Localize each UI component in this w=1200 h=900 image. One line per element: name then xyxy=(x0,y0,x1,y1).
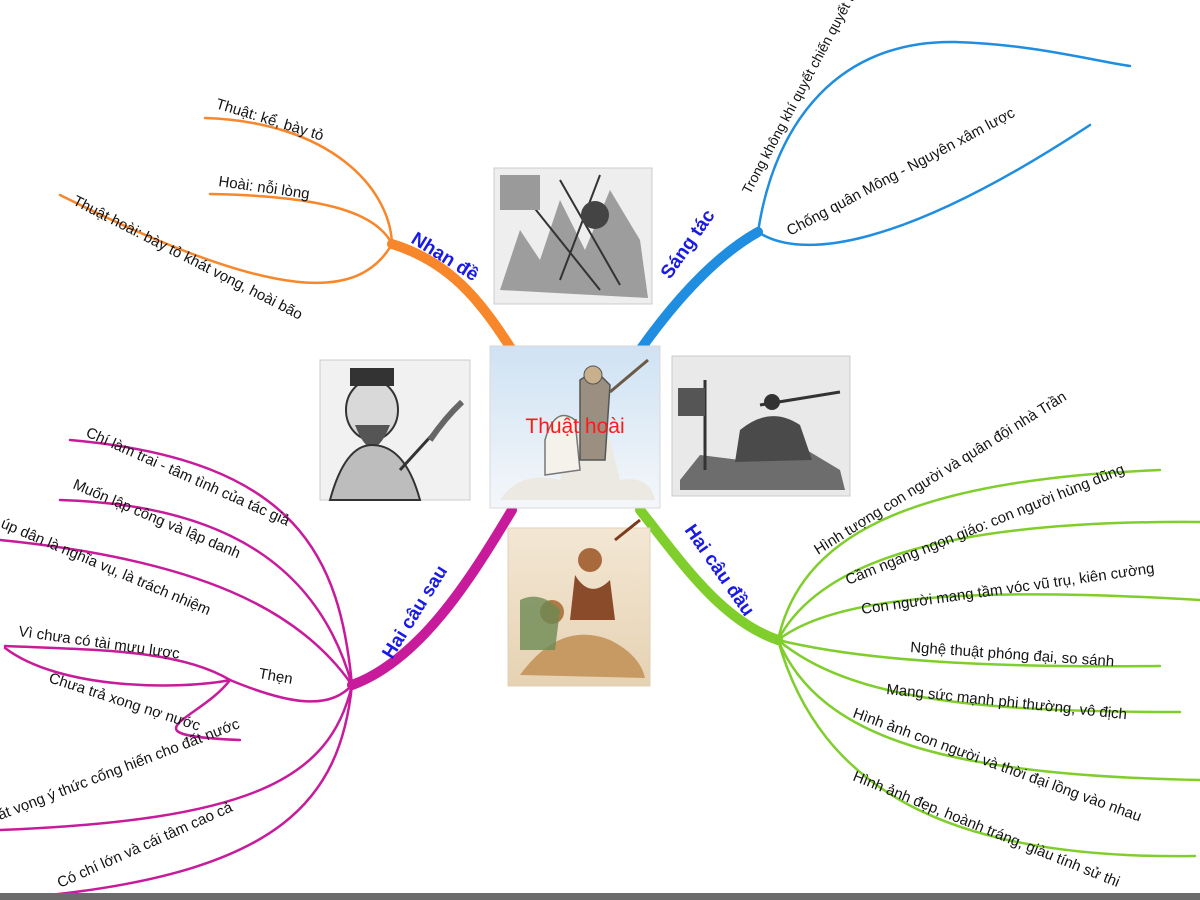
leaf-line-chi-lon xyxy=(48,683,354,897)
leaf-chua-co-tai: Vì chưa có tài mưu lược xyxy=(17,623,181,663)
leaf-then: Thẹn xyxy=(257,665,294,688)
center-node[interactable]: Thuật hoài xyxy=(489,345,661,509)
leaf-tam-voc: Con người mang tầm vóc vũ trụ, kiên cườn… xyxy=(860,560,1155,618)
branch-hai-cau-sau-trunk xyxy=(347,505,517,690)
battle-sketch-image xyxy=(493,167,653,305)
seated-soldiers-image xyxy=(507,518,651,687)
leaf-line-cong-hien xyxy=(0,683,354,832)
leaf-no-nuoc: Chưa trả xong nợ nước xyxy=(47,670,203,735)
leaf-line-giup-dan xyxy=(0,538,354,687)
branch-hai-cau-dau xyxy=(635,468,1200,858)
cavalry-with-flag-image xyxy=(671,355,851,497)
leaf-line-thoi-dai xyxy=(776,638,1200,782)
leaf-line-hoai xyxy=(208,192,394,246)
leaf-line-suc-manh xyxy=(776,638,1182,714)
leaf-chi-lon: Có chí lớn và cái tâm cao cả xyxy=(55,799,236,892)
leaf-suc-manh: Mang sức mạnh phi thường, vô địch xyxy=(886,681,1128,723)
leaf-line-hinh-tuong xyxy=(776,468,1162,642)
leaf-line-cam-ngang xyxy=(776,520,1200,642)
leaf-thuat-hoai: Thuật hoài: bày tỏ khát vọng, hoài bão xyxy=(70,192,305,323)
leaf-hoai: Hoài: nỗi lòng xyxy=(217,173,310,203)
branch-sang-tac xyxy=(635,40,1132,355)
branch-nhan-de xyxy=(58,116,517,355)
leaf-line-mong-nguyen xyxy=(756,123,1092,247)
leaf-line-phong-dai xyxy=(776,638,1162,668)
leaf-line-chi-lam-trai xyxy=(68,438,354,687)
leaf-line-thuat-hoai xyxy=(58,193,394,285)
leaf-mong-nguyen: Chống quân Mông - Nguyên xâm lược xyxy=(784,104,1018,239)
branch-sang-tac-trunk xyxy=(635,227,763,355)
leaf-line-khong-khi xyxy=(756,40,1132,234)
center-title: Thuật hoài xyxy=(525,415,624,438)
leaf-line-su-thi xyxy=(776,638,1197,858)
bottom-border xyxy=(0,893,1200,900)
leaf-line-then xyxy=(228,678,354,703)
leaf-line-tam-voc xyxy=(776,593,1200,642)
leaf-khong-khi: Trong không khí quyết chiến quyết thắng … xyxy=(739,0,911,196)
branch-hai-cau-sau xyxy=(0,438,517,897)
leaf-line-thuat xyxy=(203,116,394,246)
leaf-line-lap-cong xyxy=(58,498,354,687)
leaf-chi-lam-trai: Chí làm trai - tâm tình của tác giả xyxy=(83,424,292,530)
branch-hai-cau-dau-trunk xyxy=(635,505,783,645)
leaf-line-no-nuoc xyxy=(3,646,242,742)
leaf-thoi-dai: Hình ảnh con người và thời đại lồng vào … xyxy=(851,705,1144,826)
leaf-line-chua-co-tai xyxy=(3,644,232,682)
branch-nhan-de-trunk xyxy=(387,239,517,355)
scholar-with-quill-image xyxy=(319,359,471,501)
